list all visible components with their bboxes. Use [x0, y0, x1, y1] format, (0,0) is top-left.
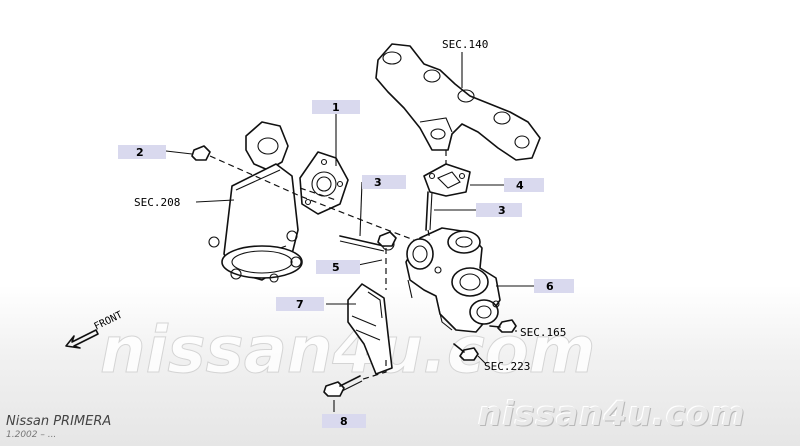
sec-208-label: SEC.208 — [134, 196, 180, 209]
exhaust-manifold — [375, 43, 541, 161]
manifold-gasket — [423, 163, 471, 197]
catalytic-converter — [208, 121, 303, 283]
svg-text:8: 8 — [340, 415, 348, 428]
callout-1: 1 — [312, 100, 360, 114]
brand-watermark: nissan4u.com — [478, 394, 746, 433]
bolt-sec165 — [489, 319, 517, 333]
svg-text:6: 6 — [546, 280, 554, 293]
callout-8: 8 — [322, 414, 366, 428]
sec-165-label: SEC.165 — [520, 326, 566, 339]
svg-text:2: 2 — [136, 146, 144, 159]
nut-2 — [191, 145, 211, 161]
stud-right — [425, 191, 433, 231]
callout-5: 5 — [316, 260, 360, 274]
converter-gasket — [299, 151, 349, 215]
svg-text:3: 3 — [498, 204, 506, 217]
leader-lines — [165, 52, 534, 412]
svg-text:1: 1 — [332, 101, 340, 114]
svg-text:3: 3 — [374, 176, 382, 189]
sec-140-label: SEC.140 — [442, 38, 488, 51]
callout-4: 4 — [504, 178, 544, 192]
model-label: Nissan PRIMERA — [6, 414, 112, 429]
date-label: 1.2002 – ... — [6, 430, 57, 440]
turbocharger — [405, 227, 501, 333]
svg-text:4: 4 — [516, 179, 524, 192]
assembly-lines — [209, 150, 447, 381]
front-arrow-icon — [65, 329, 99, 349]
callout-3-left: 3 — [362, 175, 406, 189]
nut-5 — [377, 231, 397, 247]
callout-6: 6 — [534, 279, 574, 293]
svg-text:7: 7 — [296, 298, 304, 311]
callout-3-right: 3 — [476, 203, 522, 217]
heat-insulator — [347, 283, 393, 375]
callout-2: 2 — [118, 145, 166, 159]
sec-223-label: SEC.223 — [484, 360, 530, 373]
svg-text:5: 5 — [332, 261, 340, 274]
callout-7: 7 — [276, 297, 324, 311]
bolt-8 — [323, 375, 363, 397]
bolt-sec223 — [453, 343, 479, 361]
